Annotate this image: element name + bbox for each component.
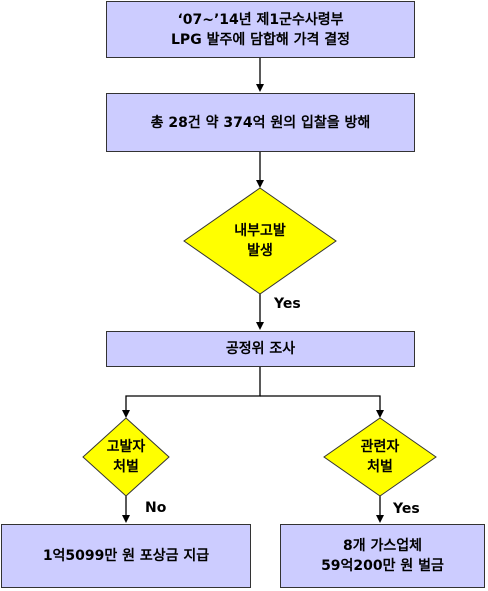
whistleblower-line-2: 처벌 bbox=[113, 459, 139, 475]
collusion-line-2: LPG 발주에 담합해 가격 결정 bbox=[171, 31, 350, 48]
diamond-whistleblower-punishment bbox=[82, 417, 170, 497]
internal-report-line-2: 발생 bbox=[247, 243, 273, 259]
collusion-box: ‘07~’14년 제1군수사령부 LPG 발주에 담합해 가격 결정 bbox=[106, 1, 415, 58]
reward-text: 1억5099만 원 포상금 지급 bbox=[42, 548, 210, 564]
bid-obstruction-text: 총 28건 약 374억 원의 입찰을 방해 bbox=[150, 114, 371, 131]
edge-label-yes-report: Yes bbox=[274, 296, 301, 312]
related-punishment-label: 관련자 처벌 bbox=[340, 437, 420, 477]
fine-box: 8개 가스업체 59억200만 원 벌금 bbox=[280, 524, 485, 588]
whistleblower-punishment-label: 고발자 처벌 bbox=[91, 437, 161, 477]
reward-box: 1억5099만 원 포상금 지급 bbox=[1, 524, 251, 588]
diamond-related-punishment bbox=[323, 417, 437, 497]
edge-label-yes-related: Yes bbox=[393, 501, 420, 517]
related-line-1: 관련자 bbox=[360, 439, 400, 455]
ftc-investigation-text: 공정위 조사 bbox=[225, 341, 296, 357]
whistleblower-line-1: 고발자 bbox=[106, 439, 146, 455]
arrow-ftc-branch-right bbox=[260, 395, 384, 418]
ftc-investigation-box: 공정위 조사 bbox=[106, 331, 415, 367]
related-line-2: 처벌 bbox=[367, 459, 393, 475]
fine-line-1: 8개 가스업체 bbox=[342, 538, 422, 554]
diamond-internal-report bbox=[183, 187, 337, 295]
collusion-line-1: ‘07~’14년 제1군수사령부 bbox=[177, 11, 344, 28]
edge-label-no-whistleblower: No bbox=[145, 500, 167, 516]
bid-obstruction-box: 총 28건 약 374억 원의 입찰을 방해 bbox=[106, 93, 415, 152]
arrow-ftc-branch-left bbox=[122, 367, 261, 418]
internal-report-label: 내부고발 발생 bbox=[204, 221, 316, 261]
fine-line-2: 59억200만 원 벌금 bbox=[321, 558, 444, 574]
internal-report-line-1: 내부고발 bbox=[234, 223, 286, 239]
